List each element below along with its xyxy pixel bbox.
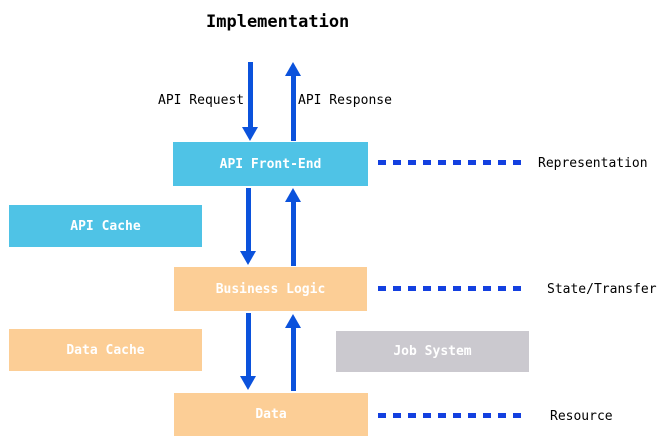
api-request-arrow [242,62,258,141]
node-data-cache-label: Data Cache [66,342,145,358]
diagram-title: Implementation [206,12,350,32]
node-business-logic: Business Logic [174,267,367,311]
dashed-connector-representation [378,160,523,165]
node-api-front-end: API Front-End [173,142,368,186]
arrow-shaft [290,202,296,266]
arrow-head-down-icon [240,251,256,265]
arrow-head-up-icon [285,188,301,202]
layer-label-representation: Representation [538,156,648,171]
data-to-logic-arrow [285,314,301,391]
arrow-head-down-icon [240,376,256,390]
node-api-front-end-label: API Front-End [219,156,322,172]
node-data-label: Data [255,407,287,422]
dashed-connector-resource [378,413,523,418]
node-job-system: Job System [336,331,529,372]
api-response-label: API Response [298,93,392,108]
arrow-shaft [290,76,296,141]
node-api-cache-label: API Cache [70,218,141,234]
arrow-shaft [245,188,251,251]
layer-label-resource: Resource [550,409,613,424]
arrow-shaft [247,62,253,127]
arrow-shaft [290,328,296,391]
logic-to-data-arrow [240,313,256,390]
node-job-system-label: Job System [393,344,472,359]
api-request-label: API Request [158,93,245,108]
arrow-head-up-icon [285,62,301,76]
node-api-cache: API Cache [9,205,202,247]
arrow-shaft [245,313,251,376]
layer-label-state-transfer: State/Transfer [547,282,657,297]
node-business-logic-label: Business Logic [215,281,326,297]
front-end-to-logic-arrow [240,188,256,265]
logic-to-front-end-arrow [285,188,301,266]
node-data: Data [174,393,368,436]
node-data-cache: Data Cache [9,329,202,371]
dashed-connector-state-transfer [378,286,523,291]
arrow-head-down-icon [242,127,258,141]
api-response-arrow [285,62,301,141]
arrow-head-up-icon [285,314,301,328]
